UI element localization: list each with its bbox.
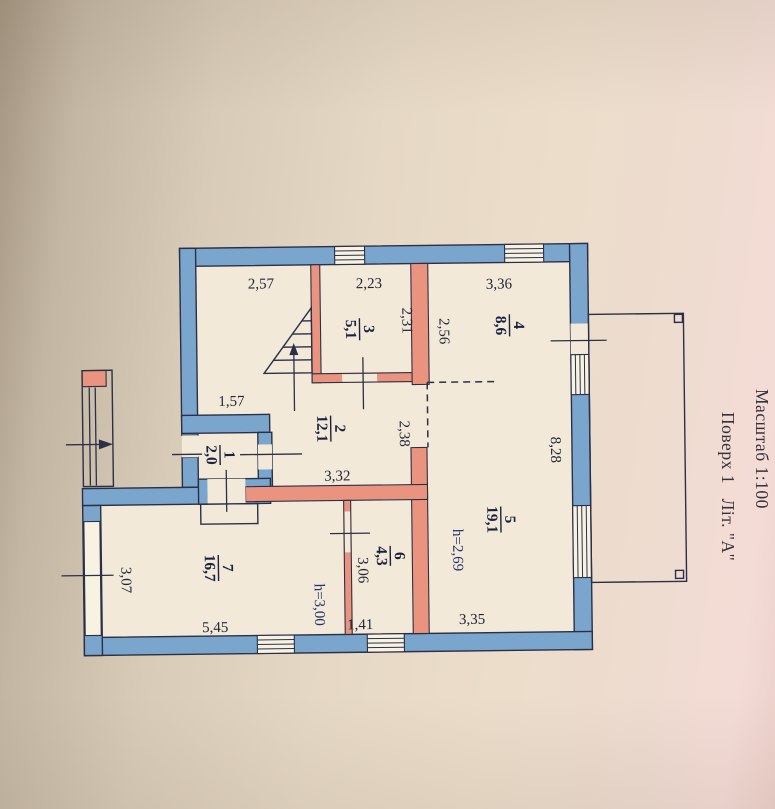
room-label-1: 1 2,0	[202, 444, 238, 465]
svg-text:2,0: 2,0	[202, 445, 219, 465]
svg-text:4: 4	[510, 321, 527, 329]
dim-top-right: 3,36	[486, 276, 513, 292]
windows	[61, 243, 593, 655]
room5-height-label: h=2,69	[449, 529, 466, 571]
center-wall-upper	[410, 262, 430, 386]
partition-walls	[81, 262, 430, 635]
building-footprint	[82, 243, 593, 656]
svg-text:3: 3	[360, 325, 377, 333]
balcony-outline	[587, 312, 688, 584]
svg-text:4,3: 4,3	[373, 546, 390, 566]
door-tick-vestibule	[240, 453, 303, 456]
floor-label: Поверх 1 Літ. "А"	[718, 412, 738, 561]
porch-pillar	[81, 369, 107, 388]
sheet-captions: Масштаб 1:100 Поверх 1 Літ. "А"	[718, 389, 772, 561]
dim-vestibule-top: 1,57	[218, 394, 245, 410]
svg-text:8,6: 8,6	[492, 316, 509, 336]
window-bottom-1	[256, 634, 296, 655]
balcony-corner-mark-top	[673, 313, 684, 324]
dim-room6-left: 3,06	[354, 557, 370, 584]
wall-left-upper2	[181, 456, 200, 489]
dim-bottom-middle: 1,41	[347, 617, 373, 633]
svg-text:12,1: 12,1	[313, 415, 330, 442]
dim-left-lower: 3,07	[117, 567, 133, 594]
window-top-2	[503, 243, 545, 264]
wall-left-upper	[178, 247, 199, 437]
window-bottom-2	[366, 633, 406, 653]
dashed-boundary	[426, 380, 500, 448]
stairs-icon	[262, 305, 313, 412]
dim-top-middle: 2,23	[356, 276, 382, 292]
dim-room3-depth: 2,31	[398, 307, 414, 333]
wall-left-mid	[81, 486, 209, 507]
landing-outline	[199, 502, 259, 525]
stair-direction-arrow	[289, 343, 299, 412]
room-label-6: 6 4,3	[373, 545, 408, 566]
room7-height-label: h=3,00	[311, 584, 328, 626]
room-label-2: 2 12,1	[313, 415, 348, 442]
svg-text:19,1: 19,1	[483, 506, 500, 533]
door-tick-room7	[225, 469, 228, 512]
door-tick-room3	[362, 357, 365, 410]
dim-top-left: 2,57	[248, 276, 275, 292]
dim-room4-left: 2,56	[435, 318, 451, 345]
svg-text:5,1: 5,1	[342, 320, 359, 340]
balcony-corner-mark-bottom	[674, 569, 685, 580]
dim-hall-bottom: 3,32	[324, 468, 350, 484]
svg-text:5: 5	[501, 515, 518, 523]
center-wall-lower	[410, 446, 430, 635]
door-openings	[172, 323, 607, 553]
hall-wall-bottom	[244, 483, 429, 503]
window-top-1	[333, 245, 366, 266]
door-balcony	[570, 323, 589, 355]
svg-text:6: 6	[391, 552, 408, 560]
dim-bottom-left: 5,45	[202, 620, 228, 636]
room-label-4: 4 8,6	[492, 314, 527, 337]
door-porch-vestibule	[181, 435, 199, 458]
svg-text:1: 1	[221, 451, 238, 459]
door-room6	[344, 511, 351, 553]
svg-text:2: 2	[331, 425, 348, 433]
floor-plan: 1 2,0 2 12,1 3 5,1 4 8,6 5	[61, 242, 688, 657]
room-label-3: 3 5,1	[342, 318, 377, 341]
scale-label: Масштаб 1:100	[752, 389, 772, 509]
dimension-labels: 2,57 2,23 3,36 1,57 3,32 5,45 1,41 3,35 …	[117, 276, 563, 636]
door-tick-balcony	[550, 339, 607, 342]
entrance-arrow-icon	[65, 439, 113, 450]
vestibule-wall-top	[180, 413, 271, 435]
porch-steps	[88, 387, 98, 486]
wall-left-lower-unfilled	[61, 520, 114, 637]
room-label-7: 7 16,7	[201, 554, 236, 582]
window-right-1	[570, 353, 590, 396]
svg-text:7: 7	[219, 564, 236, 572]
room-labels: 1 2,0 2 12,1 3 5,1 4 8,6 5	[201, 314, 527, 626]
svg-text:16,7: 16,7	[201, 554, 218, 582]
window-right-2	[572, 504, 593, 579]
porch	[65, 369, 115, 488]
stair-steps	[273, 320, 312, 361]
room-label-5: 5 19,1	[483, 506, 518, 533]
dim-right-wall: 8,28	[547, 437, 563, 463]
dim-bottom-right: 3,35	[459, 612, 485, 628]
dim-hall-right: 2,38	[396, 420, 412, 446]
door-vestibule-hall	[257, 444, 273, 470]
door-room3	[342, 373, 378, 382]
